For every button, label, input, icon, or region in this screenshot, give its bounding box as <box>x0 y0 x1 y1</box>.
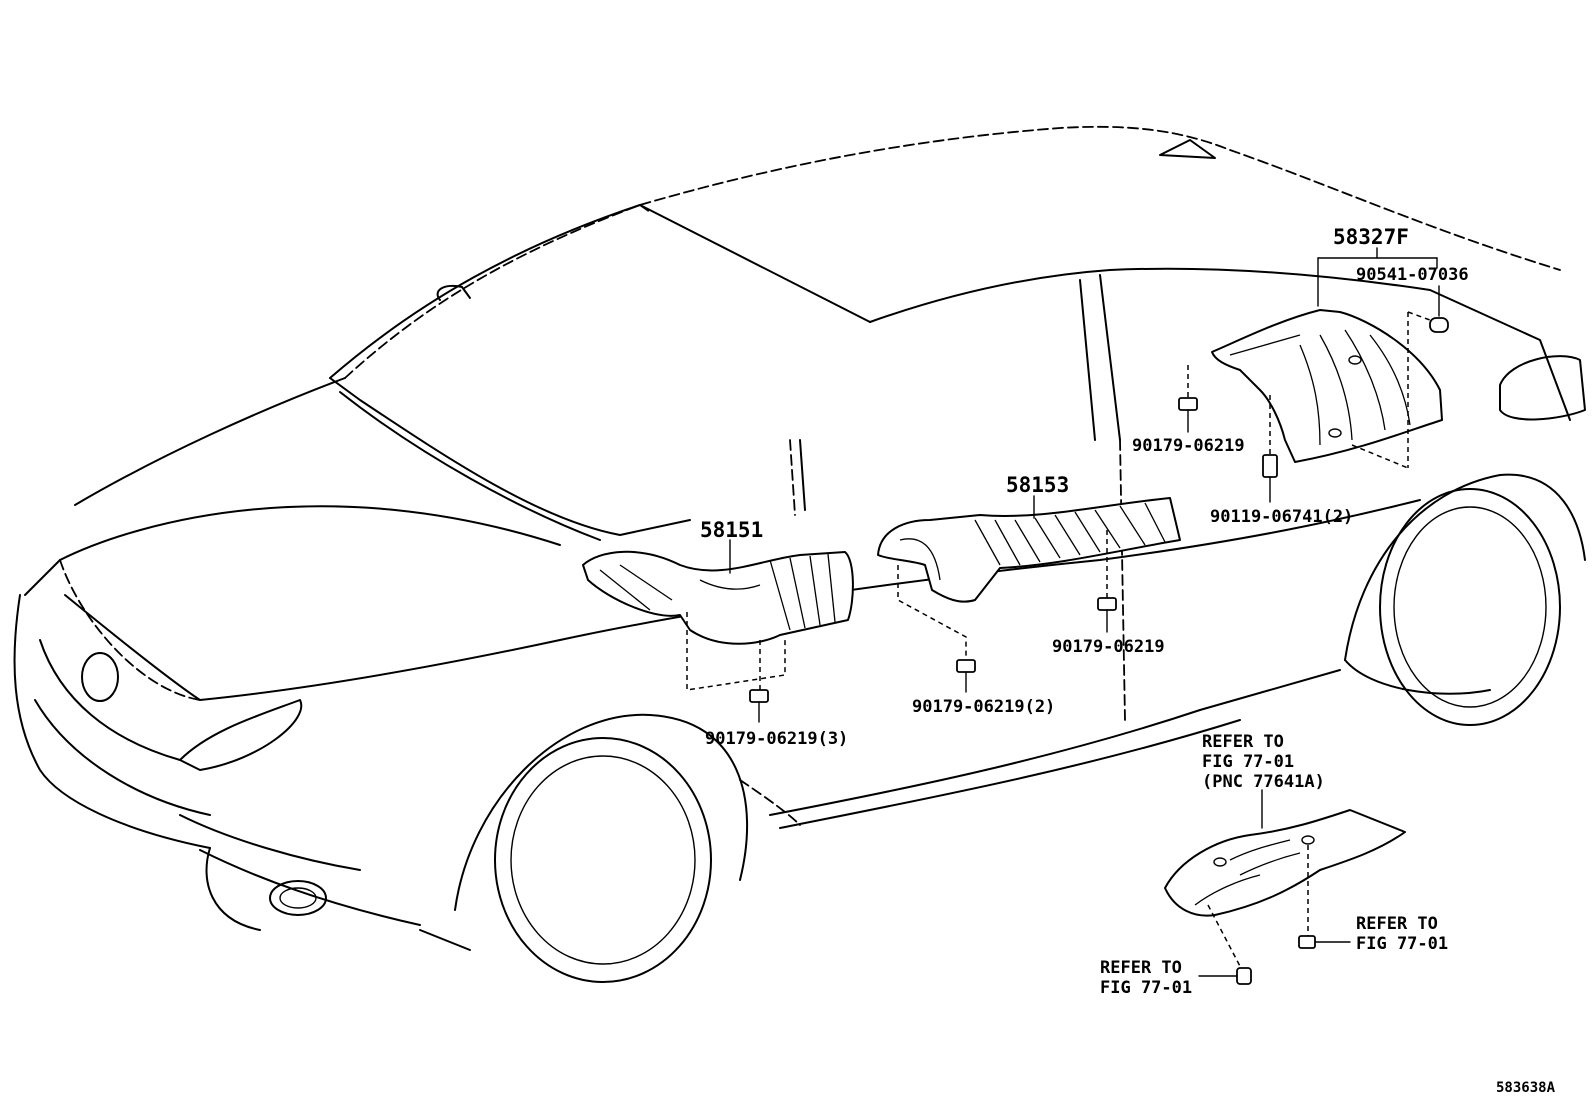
svg-text:REFER TO: REFER TO <box>1100 958 1182 978</box>
nut-ref-left[interactable] <box>1198 967 1252 985</box>
clip-90541[interactable] <box>1429 285 1449 333</box>
nut-90179-upper[interactable] <box>1178 397 1198 433</box>
nut-90179-3[interactable] <box>749 689 769 723</box>
svg-text:REFER TO: REFER TO <box>1202 732 1284 752</box>
label-90179-06219-3: 90179-06219(3) <box>705 729 848 749</box>
leader-58151-left <box>686 612 786 691</box>
nut-90179-2[interactable] <box>956 659 976 693</box>
illustration-id: 583638A <box>1496 1080 1556 1096</box>
heat-insulator-58327f[interactable] <box>1211 309 1443 463</box>
svg-text:REFER TO: REFER TO <box>1356 914 1438 934</box>
svg-text:(PNC 77641A): (PNC 77641A) <box>1202 772 1325 792</box>
ref-note-right: REFER TO FIG 77-01 <box>1356 914 1448 954</box>
label-90179-06219-upper: 90179-06219 <box>1132 436 1245 456</box>
nut-90179-mid[interactable] <box>1097 597 1117 633</box>
ref-note-left: REFER TO FIG 77-01 <box>1100 958 1192 998</box>
svg-text:FIG 77-01: FIG 77-01 <box>1356 934 1448 954</box>
bolt-90119[interactable] <box>1262 454 1278 503</box>
label-58151: 58151 <box>700 518 763 542</box>
label-90119-06741: 90119-06741(2) <box>1210 507 1353 527</box>
svg-text:FIG 77-01: FIG 77-01 <box>1202 752 1294 772</box>
reference-insulator-77641a[interactable] <box>1164 809 1406 917</box>
label-58153: 58153 <box>1006 473 1069 497</box>
label-58327f: 58327F <box>1333 225 1409 249</box>
label-90179-06219-mid: 90179-06219 <box>1052 637 1165 657</box>
heat-insulator-58153[interactable] <box>877 497 1181 603</box>
leader-58327f-clip <box>1407 311 1431 321</box>
svg-text:FIG 77-01: FIG 77-01 <box>1100 978 1192 998</box>
leader-ref-left <box>1207 904 1243 971</box>
label-90179-06219-2: 90179-06219(2) <box>912 697 1055 717</box>
heat-insulator-58151[interactable] <box>582 550 854 645</box>
leader-58153-left <box>897 565 967 660</box>
leader-58327f-hidden <box>1351 444 1409 469</box>
ref-note-pnc: REFER TO FIG 77-01 (PNC 77641A) <box>1202 732 1325 792</box>
label-90541-07036: 90541-07036 <box>1356 265 1469 285</box>
nut-ref-right[interactable] <box>1298 935 1351 949</box>
